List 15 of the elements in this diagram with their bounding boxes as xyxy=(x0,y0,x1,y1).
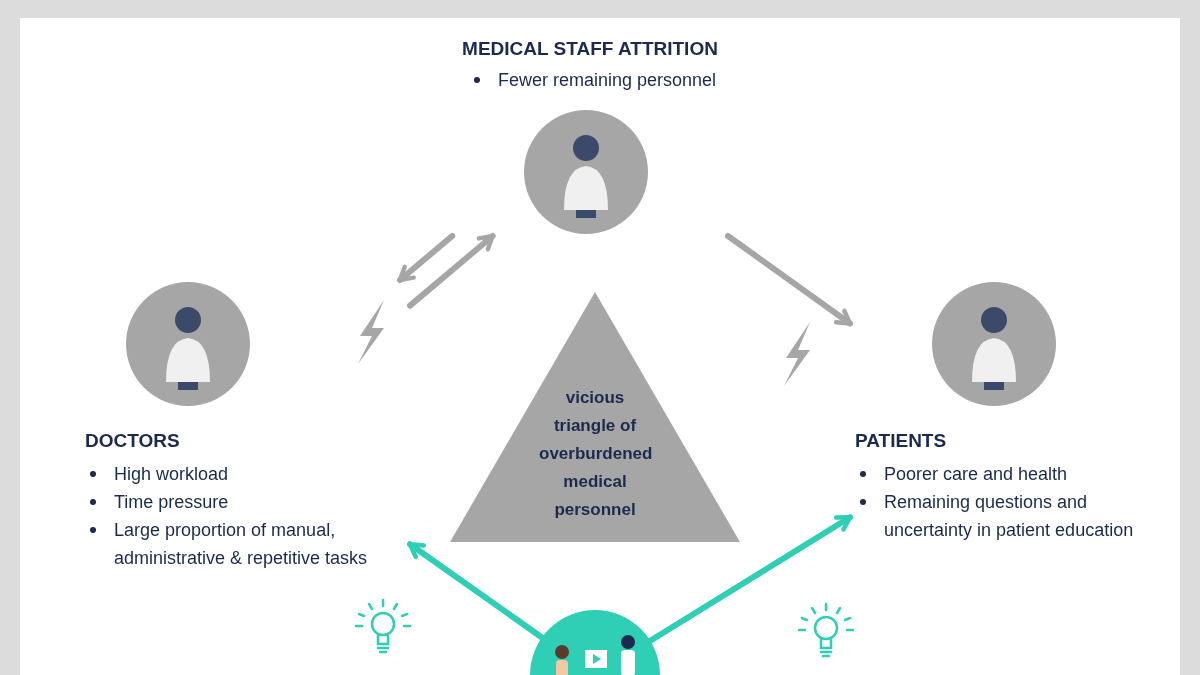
heading: MEDICAL STAFF ATTRITION xyxy=(461,38,719,60)
bullet-item: Large proportion of manual, administrative & repetitive tasks xyxy=(80,516,410,572)
heading: PATIENTS xyxy=(855,430,947,452)
bullet-item: Poorer care and health xyxy=(850,460,1140,488)
bullet-item: High workload xyxy=(80,460,410,488)
triangle-text: vicious triangle of overburdened medical personnel xyxy=(539,387,651,521)
bullet-item: Remaining questions and uncertainty in patient education xyxy=(850,488,1140,544)
arrow xyxy=(647,514,853,644)
bullet-item: Fewer remaining personnel xyxy=(463,66,717,94)
arrow xyxy=(407,541,545,641)
arrow xyxy=(397,233,456,283)
bullet-item: Time pressure xyxy=(80,488,410,516)
arrow xyxy=(407,233,496,309)
arrow xyxy=(725,233,853,327)
heading: DOCTORS xyxy=(85,430,180,452)
